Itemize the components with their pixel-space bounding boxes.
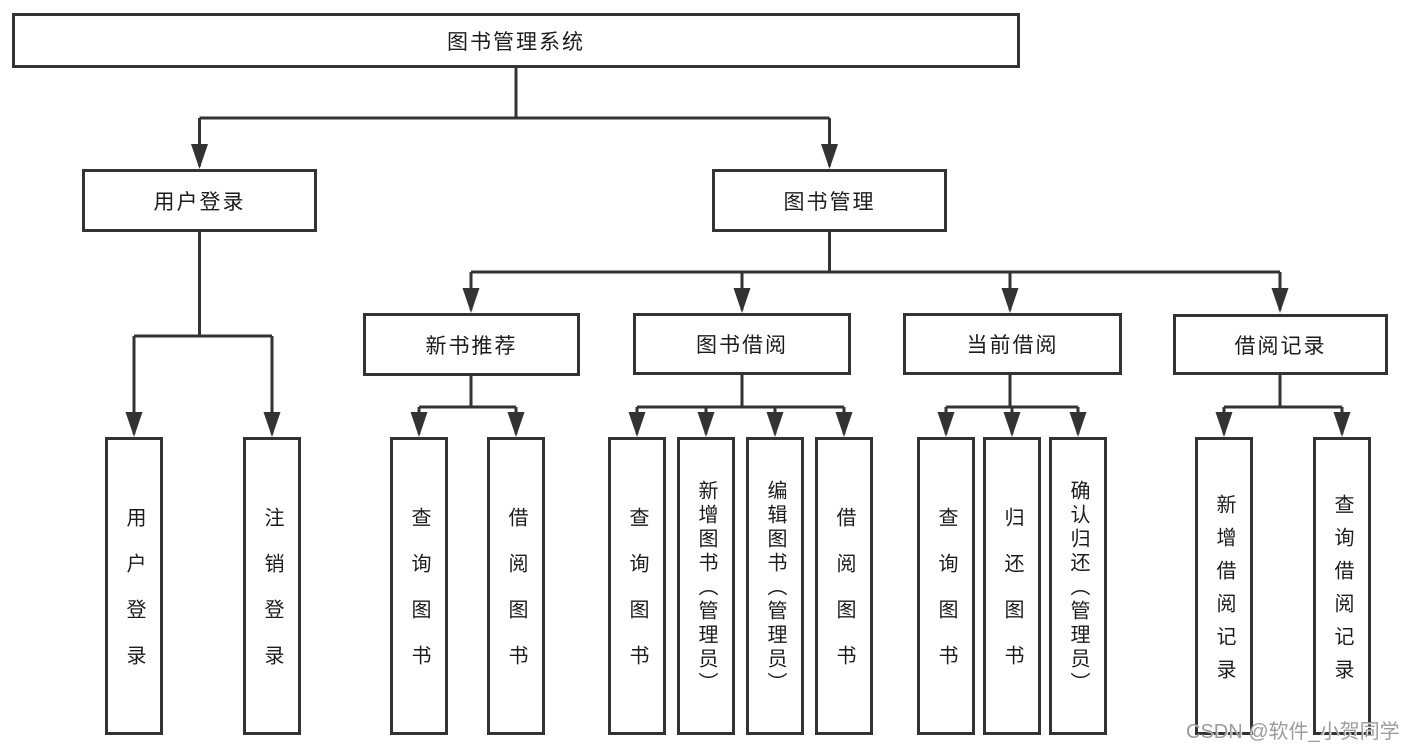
node-user-login-leaf: 用户登录 xyxy=(105,437,163,735)
csdn-watermark: CSDN @软件_小贺同学 xyxy=(1186,721,1400,743)
arrowhead xyxy=(697,412,715,437)
node-query-books-borrowing: 查询图书 xyxy=(608,437,666,735)
arrowhead xyxy=(462,288,480,313)
arrowhead xyxy=(1003,412,1021,437)
node-book-management: 图书管理 xyxy=(712,169,947,232)
connector-book-management-to-level3 xyxy=(469,232,1282,310)
arrowhead xyxy=(125,412,143,437)
node-library-management-system: 图书管理系统 xyxy=(12,13,1020,68)
connector-root-to-level2 xyxy=(198,68,831,166)
arrowhead xyxy=(733,288,751,313)
node-query-books-recommend: 查询图书 xyxy=(390,437,448,735)
arrowhead xyxy=(835,412,853,437)
arrowhead xyxy=(410,412,428,437)
node-current-borrowing: 当前借阅 xyxy=(903,313,1122,375)
arrowhead xyxy=(1333,412,1351,437)
arrowhead xyxy=(1271,288,1289,313)
arrowhead xyxy=(1069,412,1087,437)
node-return-books: 归还图书 xyxy=(983,437,1041,735)
arrowhead xyxy=(821,144,838,169)
node-confirm-return-admin: 确认归还（管理员） xyxy=(1049,437,1107,735)
arrowhead xyxy=(191,144,208,169)
arrowhead xyxy=(507,412,525,437)
node-add-book-admin: 新增图书（管理员） xyxy=(677,437,735,735)
node-borrow-books-recommend: 借阅图书 xyxy=(487,437,545,735)
node-add-borrow-record: 新增借阅记录 xyxy=(1195,437,1253,735)
arrowhead xyxy=(766,412,784,437)
node-borrowing-records: 借阅记录 xyxy=(1173,314,1388,375)
connector-book-borrowing-to-leaves xyxy=(635,375,846,434)
node-query-borrow-record: 查询借阅记录 xyxy=(1313,437,1371,735)
arrowhead xyxy=(628,412,646,437)
arrowhead xyxy=(263,412,281,437)
connector-new-book-to-leaves xyxy=(417,376,518,434)
arrowhead xyxy=(937,412,955,437)
node-new-book-recommendation: 新书推荐 xyxy=(363,313,580,376)
node-user-login: 用户登录 xyxy=(82,169,317,232)
node-query-books-current: 查询图书 xyxy=(917,437,975,735)
arrowhead xyxy=(1215,412,1233,437)
node-logout: 注销登录 xyxy=(243,437,301,735)
node-book-borrowing: 图书借阅 xyxy=(633,313,851,375)
connector-borrowing-records-to-leaves xyxy=(1222,375,1344,434)
arrowhead xyxy=(1001,288,1019,313)
node-borrow-books: 借阅图书 xyxy=(815,437,873,735)
connector-user-login-to-leaves xyxy=(132,232,274,434)
node-edit-book-admin: 编辑图书（管理员） xyxy=(746,437,804,735)
